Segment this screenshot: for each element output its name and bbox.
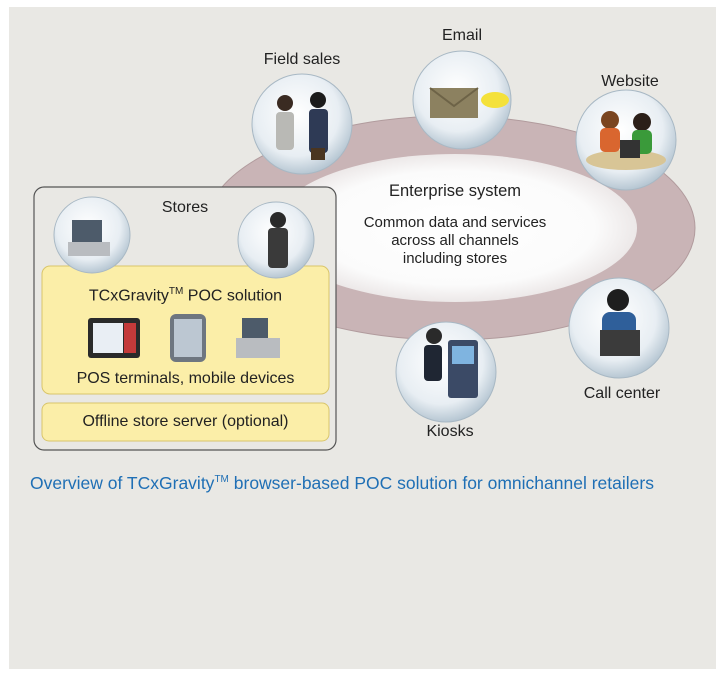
field-sales-label: Field sales xyxy=(263,51,341,68)
server-box xyxy=(41,402,330,442)
server-label: Offline store server (optional) xyxy=(82,413,289,430)
field-sales-bubble xyxy=(251,73,353,175)
figure-caption: Overview of TCxGravityTM browser-based P… xyxy=(30,468,680,495)
caption-prefix: Overview of TCxGravity xyxy=(30,472,215,493)
caption-trademark: TM xyxy=(214,474,229,485)
caption-suffix: browser-based POC solution for omnichann… xyxy=(228,472,654,493)
trademark: TM xyxy=(168,286,184,297)
solution-title: TCxGravityTM POC solution xyxy=(42,286,329,305)
email-label: Email xyxy=(441,27,482,44)
person-icon-2 xyxy=(633,113,651,131)
solution-suffix: POC solution xyxy=(183,287,283,305)
person-icon xyxy=(277,95,293,111)
person-icon xyxy=(601,111,619,129)
website-label: Website xyxy=(601,73,659,90)
website-bubble xyxy=(575,89,677,191)
pos-terminal-icon xyxy=(72,220,102,244)
store-staff-bubble xyxy=(237,201,315,279)
person-icon-2 xyxy=(310,92,326,108)
email-bubble xyxy=(412,50,512,150)
pos-terminal-icon-2 xyxy=(242,318,268,340)
center-title: Enterprise system xyxy=(388,182,522,200)
kiosks-bubble xyxy=(395,321,497,423)
solution-name: TCxGravity xyxy=(88,287,169,305)
person-icon xyxy=(607,289,629,311)
center-line-1: Common data and services xyxy=(363,214,547,231)
enterprise-ellipse xyxy=(273,154,637,302)
monitor-icon xyxy=(600,330,640,356)
spark-icon xyxy=(481,92,509,108)
center-line-3: including stores xyxy=(402,250,508,267)
store-pos-bubble xyxy=(53,196,131,274)
kiosks-label: Kiosks xyxy=(426,423,474,440)
call-center-label: Call center xyxy=(583,385,661,402)
person-icon xyxy=(270,212,286,228)
center-line-2: across all channels xyxy=(391,232,519,249)
monitor-icon xyxy=(620,140,640,158)
stores-label: Stores xyxy=(161,199,209,216)
devices-label: POS terminals, mobile devices xyxy=(76,370,295,387)
person-icon xyxy=(426,328,442,344)
call-center-bubble xyxy=(568,277,670,379)
